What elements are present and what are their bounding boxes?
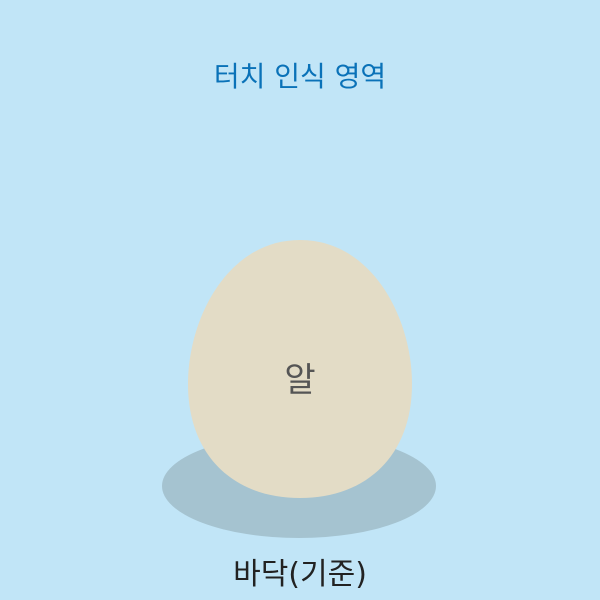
- floor-label: 바닥(기준): [233, 557, 367, 592]
- egg[interactable]: [188, 240, 412, 498]
- touch-area-label: 터치 인식 영역: [214, 60, 386, 93]
- egg-label: 알: [284, 361, 315, 401]
